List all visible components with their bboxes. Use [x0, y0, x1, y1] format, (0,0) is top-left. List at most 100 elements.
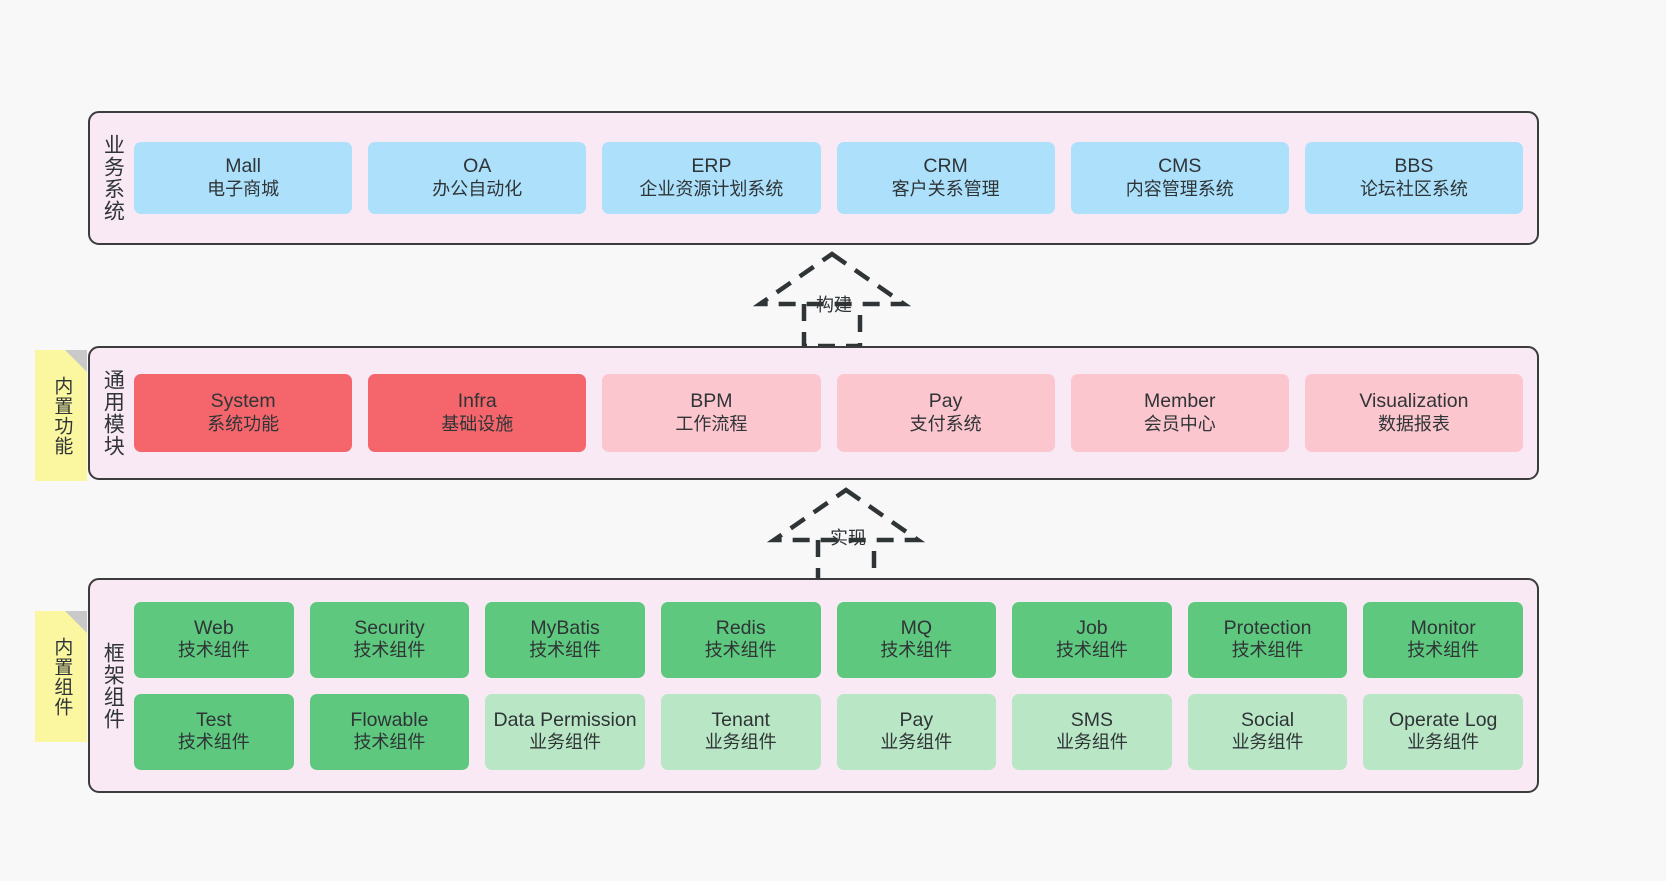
box-tenant-name: Tenant — [711, 708, 770, 731]
box-web-desc: 技术组件 — [177, 640, 250, 661]
layer-common-modules-row: System 系统功能 Infra 基础设施 BPM 工作流程 Pay 支付系统… — [134, 374, 1524, 452]
box-system-desc: 系统功能 — [207, 413, 280, 434]
box-pay-component-name: Pay — [899, 708, 934, 731]
box-system[interactable]: System 系统功能 — [134, 374, 353, 452]
box-erp[interactable]: ERP 企业资源计划系统 — [602, 142, 821, 214]
connector-build-label: 构建 — [816, 295, 852, 315]
box-pay-component-desc: 业务组件 — [880, 732, 953, 753]
layer-framework-components-row-tech: Web 技术组件 Security 技术组件 MyBatis 技术组件 Redi… — [134, 601, 1523, 678]
box-pay-component[interactable]: Pay 业务组件 — [836, 693, 997, 770]
note-builtin-components-label: 内置组件 — [51, 636, 73, 717]
box-cms-name: CMS — [1158, 155, 1202, 178]
box-visualization-desc: 数据报表 — [1377, 413, 1450, 434]
layer-business-systems[interactable]: 业务系统 Mall 电子商城 OA 办公自动化 ERP 企业资源计划系统 CRM… — [88, 111, 1539, 245]
box-job-name: Job — [1076, 616, 1108, 639]
box-flowable-name: Flowable — [350, 708, 429, 731]
box-mybatis-desc: 技术组件 — [529, 640, 602, 661]
box-monitor-desc: 技术组件 — [1407, 640, 1480, 661]
box-bbs-name: BBS — [1394, 155, 1434, 178]
box-sms-desc: 业务组件 — [1055, 732, 1128, 753]
box-mq[interactable]: MQ 技术组件 — [836, 601, 997, 678]
box-mq-name: MQ — [900, 616, 933, 639]
box-protection[interactable]: Protection 技术组件 — [1187, 601, 1348, 678]
box-erp-name: ERP — [691, 155, 732, 178]
box-visualization[interactable]: Visualization 数据报表 — [1304, 374, 1524, 452]
box-bpm-desc: 工作流程 — [675, 413, 748, 434]
box-system-name: System — [210, 390, 276, 413]
box-oa[interactable]: OA 办公自动化 — [368, 142, 587, 214]
box-tenant[interactable]: Tenant 业务组件 — [660, 693, 821, 770]
note-builtin-features-label: 内置功能 — [51, 375, 73, 456]
box-flowable-desc: 技术组件 — [353, 732, 426, 753]
box-bpm-name: BPM — [690, 390, 733, 413]
box-test[interactable]: Test 技术组件 — [134, 693, 294, 770]
layer-common-modules-label: 通用模块 — [101, 369, 125, 457]
box-pay-module-desc: 支付系统 — [909, 413, 982, 434]
box-cms[interactable]: CMS 内容管理系统 — [1070, 142, 1289, 214]
box-crm[interactable]: CRM 客户关系管理 — [836, 142, 1055, 214]
box-infra-name: Infra — [457, 390, 497, 413]
layer-business-systems-label: 业务系统 — [101, 134, 125, 222]
box-bbs-desc: 论坛社区系统 — [1359, 178, 1468, 199]
layer-framework-components-label: 框架组件 — [101, 641, 125, 730]
box-web[interactable]: Web 技术组件 — [134, 601, 294, 678]
box-security[interactable]: Security 技术组件 — [309, 601, 470, 678]
box-operate-log-name: Operate Log — [1388, 708, 1498, 731]
box-visualization-name: Visualization — [1359, 390, 1469, 413]
box-security-name: Security — [354, 616, 425, 639]
box-sms[interactable]: SMS 业务组件 — [1012, 693, 1172, 770]
box-test-desc: 技术组件 — [177, 732, 250, 753]
layer-framework-components-row-business: Test 技术组件 Flowable 技术组件 Data Permission … — [134, 693, 1523, 770]
box-data-permission[interactable]: Data Permission 业务组件 — [485, 693, 645, 770]
layer-framework-components[interactable]: 框架组件 Web 技术组件 Security 技术组件 MyBatis 技术组件… — [88, 578, 1539, 793]
box-infra[interactable]: Infra 基础设施 — [368, 374, 587, 452]
box-erp-desc: 企业资源计划系统 — [639, 178, 784, 199]
box-job-desc: 技术组件 — [1055, 640, 1128, 661]
box-data-permission-name: Data Permission — [493, 708, 637, 731]
box-member-name: Member — [1144, 390, 1216, 413]
box-mybatis[interactable]: MyBatis 技术组件 — [485, 601, 645, 678]
box-security-desc: 技术组件 — [353, 640, 426, 661]
box-oa-desc: 办公自动化 — [432, 178, 523, 199]
box-sms-name: SMS — [1070, 708, 1114, 731]
box-monitor[interactable]: Monitor 技术组件 — [1363, 601, 1523, 678]
layer-business-systems-row: Mall 电子商城 OA 办公自动化 ERP 企业资源计划系统 CRM 客户关系… — [134, 142, 1524, 214]
box-oa-name: OA — [463, 155, 492, 178]
layer-framework-components-body: Web 技术组件 Security 技术组件 MyBatis 技术组件 Redi… — [134, 580, 1537, 791]
box-mall-desc: 电子商城 — [207, 178, 280, 199]
layer-common-modules-body: System 系统功能 Infra 基础设施 BPM 工作流程 Pay 支付系统… — [134, 348, 1537, 478]
box-redis[interactable]: Redis 技术组件 — [660, 601, 821, 678]
layer-common-modules[interactable]: 通用模块 System 系统功能 Infra 基础设施 BPM 工作流程 Pay… — [88, 346, 1539, 480]
box-mq-desc: 技术组件 — [880, 640, 953, 661]
box-bpm[interactable]: BPM 工作流程 — [602, 374, 821, 452]
box-data-permission-desc: 业务组件 — [529, 732, 602, 753]
box-social-name: Social — [1241, 708, 1295, 731]
box-pay-module[interactable]: Pay 支付系统 — [836, 374, 1055, 452]
box-crm-desc: 客户关系管理 — [891, 178, 1000, 199]
box-operate-log[interactable]: Operate Log 业务组件 — [1363, 693, 1523, 770]
box-pay-module-name: Pay — [928, 390, 963, 413]
box-mall[interactable]: Mall 电子商城 — [134, 142, 353, 214]
note-builtin-components[interactable]: 内置组件 — [35, 611, 87, 742]
box-bbs[interactable]: BBS 论坛社区系统 — [1304, 142, 1524, 214]
box-job[interactable]: Job 技术组件 — [1012, 601, 1172, 678]
box-member[interactable]: Member 会员中心 — [1070, 374, 1289, 452]
box-test-name: Test — [195, 708, 232, 731]
box-social-desc: 业务组件 — [1231, 732, 1304, 753]
box-mall-name: Mall — [225, 155, 261, 178]
box-redis-desc: 技术组件 — [704, 640, 777, 661]
layer-business-systems-body: Mall 电子商城 OA 办公自动化 ERP 企业资源计划系统 CRM 客户关系… — [134, 113, 1537, 243]
connector-implement-label: 实现 — [830, 528, 866, 548]
box-protection-name: Protection — [1223, 616, 1312, 639]
box-monitor-name: Monitor — [1410, 616, 1476, 639]
box-member-desc: 会员中心 — [1143, 413, 1216, 434]
box-flowable[interactable]: Flowable 技术组件 — [309, 693, 470, 770]
box-tenant-desc: 业务组件 — [704, 732, 777, 753]
note-builtin-features[interactable]: 内置功能 — [35, 350, 87, 481]
box-social[interactable]: Social 业务组件 — [1187, 693, 1348, 770]
box-mybatis-name: MyBatis — [530, 616, 600, 639]
box-crm-name: CRM — [923, 155, 968, 178]
box-web-name: Web — [193, 616, 234, 639]
box-protection-desc: 技术组件 — [1231, 640, 1304, 661]
